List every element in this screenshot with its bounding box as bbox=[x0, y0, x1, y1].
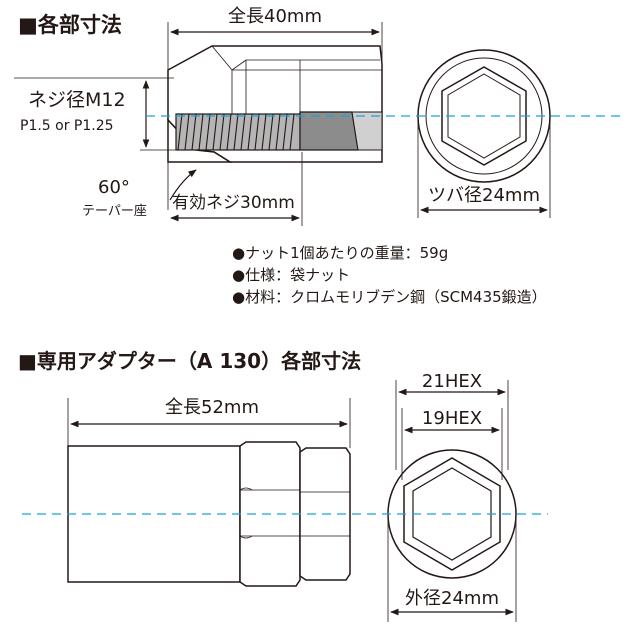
thread-pitch-label: P1.5 or P1.25 bbox=[20, 118, 114, 134]
spec-weight: ●ナット1個あたりの重量：59g bbox=[232, 244, 448, 262]
adapter-end-view bbox=[387, 449, 517, 579]
adapter-outer-diameter-label: 外径24mm bbox=[405, 588, 499, 609]
flange-diameter-label: ツバ径24mm bbox=[428, 185, 540, 206]
nut-total-length-label: 全長40mm bbox=[228, 6, 322, 27]
hex-21-label: 21HEX bbox=[422, 371, 482, 392]
taper-angle-label: 60° bbox=[98, 177, 130, 198]
spec-type: ●仕様：袋ナット bbox=[232, 266, 350, 284]
taper-seat-label: テーパー座 bbox=[82, 204, 147, 219]
lug-nut-side-view bbox=[167, 45, 383, 163]
thread-diameter-label: ネジ径M12 bbox=[28, 89, 126, 111]
adapter-total-length-label: 全長52mm bbox=[165, 397, 259, 418]
spec-material: ●材料：クロムモリブデン鋼（SCM435鍛造） bbox=[232, 288, 547, 306]
effective-thread-label: 有効ネジ30mm bbox=[172, 193, 295, 213]
nut-section-title: ■各部寸法 bbox=[18, 13, 122, 37]
adapter-section-title: ■専用アダプター（A 130）各部寸法 bbox=[18, 349, 361, 373]
hex-19-label: 19HEX bbox=[422, 408, 482, 429]
